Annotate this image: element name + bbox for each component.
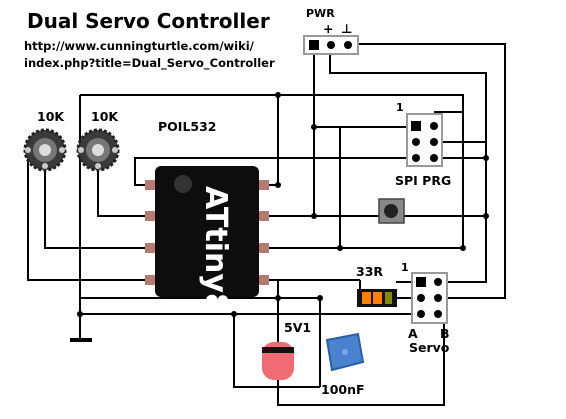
power-label: PWR — [306, 7, 335, 20]
pot-2-label: 10K — [91, 109, 119, 124]
servo-header: 1 A B Servo — [401, 261, 450, 355]
diode-5v1: 5V1 — [262, 320, 311, 380]
power-plus-sign: + — [323, 21, 333, 36]
spi-pin1-label: 1 — [396, 101, 404, 114]
url-line-2: index.php?title=Dual_Servo_Controller — [24, 56, 275, 71]
spi-label: SPI PRG — [395, 173, 451, 188]
capacitor-label: 100nF — [321, 382, 365, 397]
pot-1-label: 10K — [37, 109, 65, 124]
attiny85-chip: POIL532 ATtiny85 — [145, 119, 269, 335]
url-line-1: http://www.cunningturtle.com/wiki/ — [24, 39, 255, 53]
resistor-label: 33R — [356, 264, 383, 279]
capacitor-100nf: 100nF — [321, 332, 365, 397]
pot-1: 10K — [23, 109, 67, 172]
chip-body — [155, 166, 259, 297]
potentiometer-icon — [23, 128, 67, 172]
servo-col-a: A — [408, 326, 418, 341]
diagram-title: Dual Servo Controller — [27, 9, 270, 33]
chip-ref-label: POIL532 — [158, 119, 217, 134]
diode-label: 5V1 — [284, 320, 311, 335]
potentiometer-icon — [76, 128, 120, 172]
servo-col-b: B — [440, 326, 450, 341]
pot-2: 10K — [76, 109, 120, 172]
power-header: PWR + ⊥ — [303, 7, 359, 55]
capacitor-icon — [325, 332, 365, 372]
servo-label: Servo — [409, 340, 450, 355]
chip-name: ATtiny85 — [198, 186, 233, 335]
zener-diode-icon — [262, 342, 294, 380]
wires — [27, 43, 506, 406]
resistor-icon — [357, 289, 397, 307]
power-ground-sign: ⊥ — [341, 21, 352, 36]
spi-header: 1 SPI PRG — [395, 101, 451, 188]
resistor-33r: 33R — [356, 264, 397, 307]
push-button-icon — [378, 198, 405, 224]
servo-pin1-label: 1 — [401, 261, 409, 274]
ground-symbol — [70, 338, 92, 342]
